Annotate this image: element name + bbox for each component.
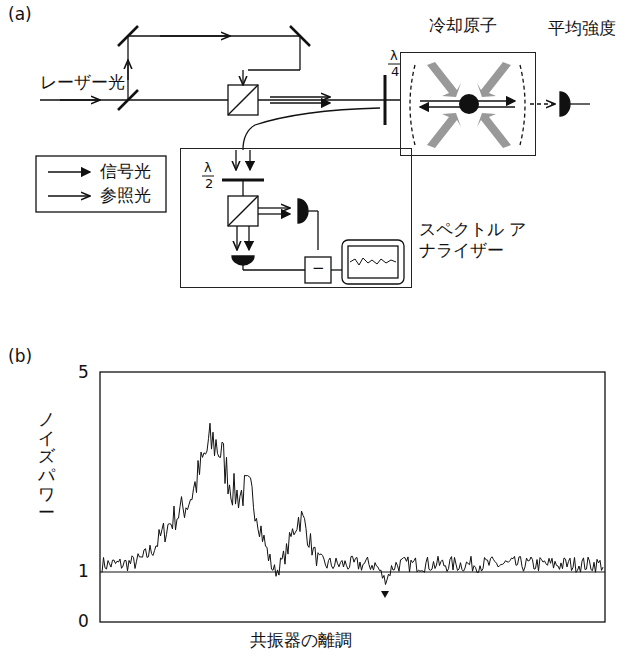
panel-label: (b) [8,346,32,366]
subtract-sign: − [312,259,325,277]
plate-label: 4 [391,64,399,80]
axis-tick: 5 [78,362,89,382]
axis-title: ノイズパワー [38,410,55,522]
plate-label: 2 [205,176,213,192]
legend-text: 信号光 [100,161,151,181]
plate-label: λ [204,160,212,176]
axis-tick: 0 [78,611,89,631]
beam-label: レーザー光 [40,72,125,92]
axis-tick: 1 [78,561,89,581]
node-label: スペクトル アナライザー [419,219,530,262]
legend-text: 参照光 [100,185,151,205]
detector-label: 平均強度 [548,18,616,38]
cavity-box: 冷却原子 [400,52,536,156]
analyzer-box: スペクトル アナライザー [180,148,412,288]
noise-trace [102,423,603,584]
panel-label: (a) [8,4,32,24]
axis-title: 共振器の離調 [250,630,352,650]
node-label: 冷却原子 [429,15,497,36]
plate-label: λ [390,48,398,64]
